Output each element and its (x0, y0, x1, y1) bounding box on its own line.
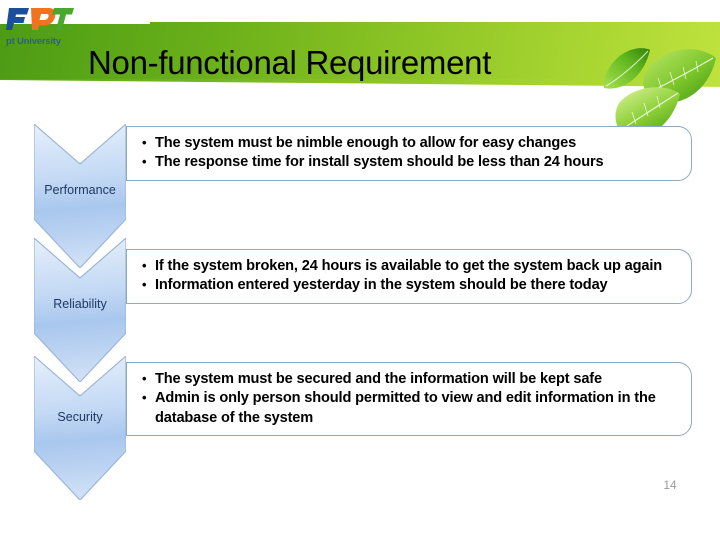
bullet-list: The system must be secured and the infor… (141, 369, 679, 428)
requirement-textbox-security: The system must be secured and the infor… (126, 362, 692, 437)
fpt-logo-icon (6, 8, 74, 30)
bullet-item: If the system broken, 24 hours is availa… (141, 256, 679, 276)
bullet-item: The system must be nimble enough to allo… (141, 133, 679, 153)
chevron-label-security: Security (57, 410, 103, 424)
bullet-item: The response time for install system sho… (141, 153, 679, 172)
page-title: Non-functional Requirement (88, 44, 492, 81)
fpt-logo: pt University (6, 6, 136, 52)
chevron-label-reliability: Reliability (53, 297, 107, 311)
chevron-label-performance: Performance (44, 183, 116, 197)
bullet-list: If the system broken, 24 hours is availa… (141, 256, 679, 296)
requirement-textbox-reliability: If the system broken, 24 hours is availa… (126, 249, 692, 304)
requirement-textbox-performance: The system must be nimble enough to allo… (126, 126, 692, 181)
bullet-item: Admin is only person should permitted to… (141, 389, 679, 428)
bullet-item: Information entered yesterday in the sys… (141, 276, 679, 295)
bullet-item: The system must be secured and the infor… (141, 369, 679, 389)
bullet-list: The system must be nimble enough to allo… (141, 133, 679, 173)
page-number: 14 (663, 478, 677, 492)
logo-subtitle: pt University (6, 36, 61, 47)
header-band (0, 22, 720, 79)
